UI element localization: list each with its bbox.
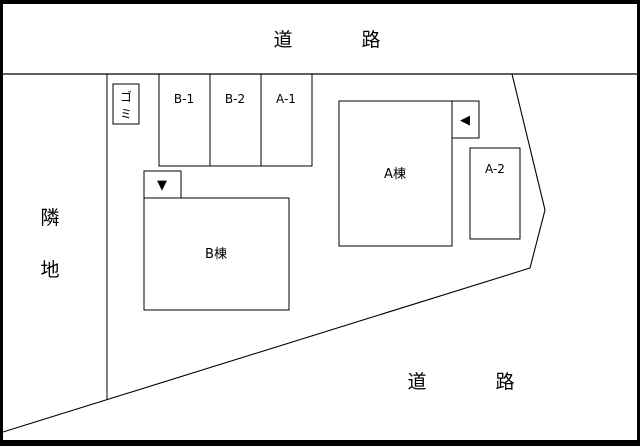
parking-area [158,74,313,167]
building-a [338,100,453,247]
parking-b2-label: B-2 [225,92,245,106]
building-a-label: A棟 [384,167,406,182]
site-boundary [2,73,546,433]
garbage-area [112,83,140,125]
building-b-entrance [143,170,182,199]
garbage-label-1: ゴ [120,89,132,104]
building-b-entrance-arrow: ▼ [157,178,167,193]
paper [3,4,637,440]
parking-a2-label: A-2 [485,162,505,176]
building-a-entrance [451,100,480,139]
parking-a1-label: A-1 [276,92,296,106]
garbage-label-2: ミ [120,107,132,121]
neighbor-label-1: 隣 [40,207,59,229]
road-top-label-1: 道 [273,29,292,51]
road-top-label-2: 路 [361,29,380,51]
building-a-entrance-arrow: ◀ [460,113,470,128]
parking-b1-label: B-1 [174,92,194,106]
road-bottom-label-2: 路 [495,371,514,393]
building-b [143,197,290,311]
parking-a2 [469,147,521,240]
building-b-label: B棟 [205,247,227,262]
neighbor-label-2: 地 [40,259,59,281]
road-bottom-label-1: 道 [407,371,426,393]
